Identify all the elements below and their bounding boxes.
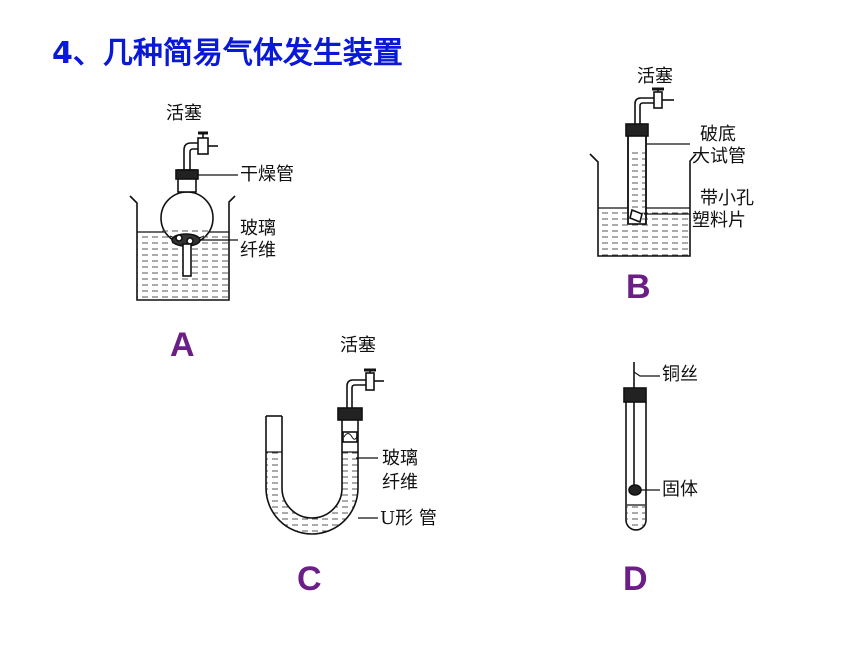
- c-glass-fiber-label-2: 纤维: [382, 472, 418, 493]
- slide-title: 4、几种简易气体发生装置: [52, 36, 403, 71]
- apparatus-c-letter: C: [297, 560, 322, 598]
- d-copper-wire-label: 铜丝: [662, 364, 698, 385]
- b-broken-tube-label-1: 破底: [700, 124, 736, 145]
- b-stopcock-label: 活塞: [637, 66, 673, 87]
- c-u-tube-label: U形 管: [380, 508, 437, 529]
- a-stopcock-label: 活塞: [166, 103, 202, 124]
- apparatus-b-letter: B: [626, 268, 651, 306]
- apparatus-d-drawing: [623, 362, 660, 531]
- a-glass-fiber-label-1: 玻璃: [240, 218, 276, 239]
- a-drying-tube-label: 干燥管: [240, 164, 294, 185]
- c-glass-fiber-label-1: 玻璃: [382, 448, 418, 469]
- d-solid-label: 固体: [662, 479, 698, 500]
- a-glass-fiber-label-2: 纤维: [240, 240, 276, 261]
- apparatus-d-letter: D: [623, 560, 648, 598]
- apparatus-a-letter: A: [170, 326, 195, 364]
- b-plastic-sheet-label-2: 塑料片: [692, 210, 746, 231]
- apparatus-c-drawing: [265, 368, 384, 535]
- b-plastic-sheet-label-1: 带小孔: [700, 188, 754, 209]
- apparatus-a-drawing: [129, 131, 238, 301]
- c-stopcock-label: 活塞: [340, 335, 376, 356]
- b-broken-tube-label-2: 大试管: [692, 146, 746, 167]
- apparatus-b-drawing: [589, 87, 697, 257]
